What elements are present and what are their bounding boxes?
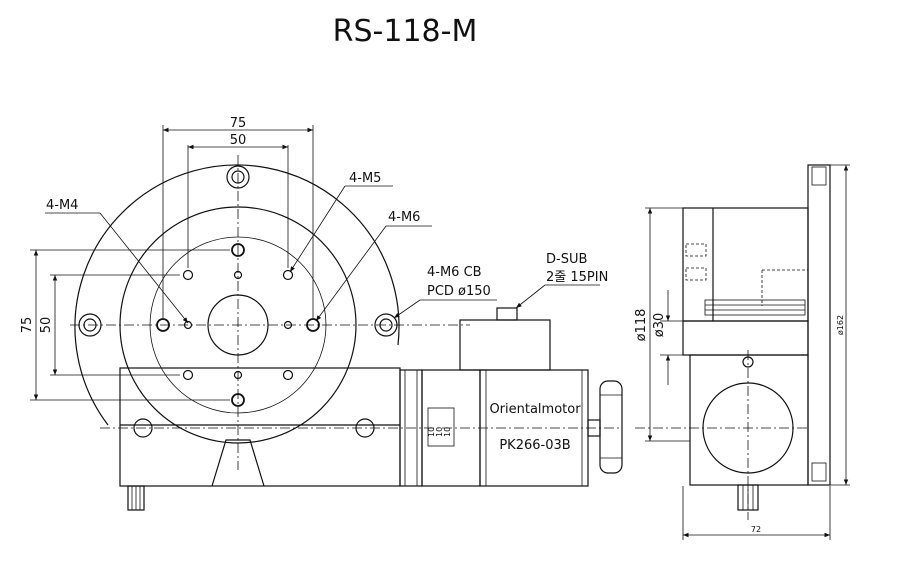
manual-knob [599, 380, 623, 474]
side-worm-housing [689, 354, 809, 486]
drawing-title: RS-118-M [332, 14, 478, 49]
front-view: 75 50 75 50 4-M4 4-M5 4-M6 4-M6 CB PCD ø… [20, 116, 620, 511]
dim-top-50: 50 [230, 133, 247, 148]
callout-4-m6-cb: 4-M6 CB [427, 265, 482, 280]
dim-left-50: 50 [39, 317, 54, 334]
scale-tick-2: 10 [435, 427, 444, 437]
dsub-plug [496, 307, 518, 321]
side-base-block [682, 320, 809, 356]
dsub-connector-box [459, 319, 551, 371]
dim-left-75: 75 [20, 317, 35, 334]
dim-d30: ø30 [652, 313, 667, 338]
dim-d118: ø118 [634, 309, 649, 342]
callout-4-m6: 4-M6 [388, 210, 420, 225]
callout-4-m4: 4-M4 [46, 198, 78, 213]
scale-tick-1: 10 [427, 427, 436, 437]
dim-w72: 72 [751, 525, 761, 534]
base-housing [119, 367, 401, 487]
m5-hole-2 [282, 269, 294, 281]
outer-disc [74, 164, 400, 426]
m5-hole-3 [182, 369, 194, 381]
base-hole-left [133, 418, 153, 438]
m6-hole-top [231, 243, 245, 257]
scale-tick-3: 10 [443, 427, 452, 437]
dim-top-75: 75 [230, 116, 247, 131]
m5-hole-4 [282, 369, 294, 381]
callout-dsub: D-SUB [546, 252, 587, 267]
dim-d162: ø162 [836, 315, 845, 335]
m5-hole-1 [182, 269, 194, 281]
side-disk-plate [807, 164, 831, 486]
side-table-body [682, 207, 809, 322]
motor-model: PK266-03B [499, 438, 570, 453]
callout-4-m5: 4-M5 [349, 171, 381, 186]
motor-assembly: 10 10 10 Orientalmotor PK266-03B D-SUB 2… [399, 252, 623, 487]
callout-pcd: PCD ø150 [427, 284, 491, 299]
side-view: ø118 ø30 ø162 72 [634, 164, 850, 540]
callout-dsub-pins: 2줄 15PIN [546, 270, 608, 285]
motor-brand: Orientalmotor [489, 402, 581, 417]
